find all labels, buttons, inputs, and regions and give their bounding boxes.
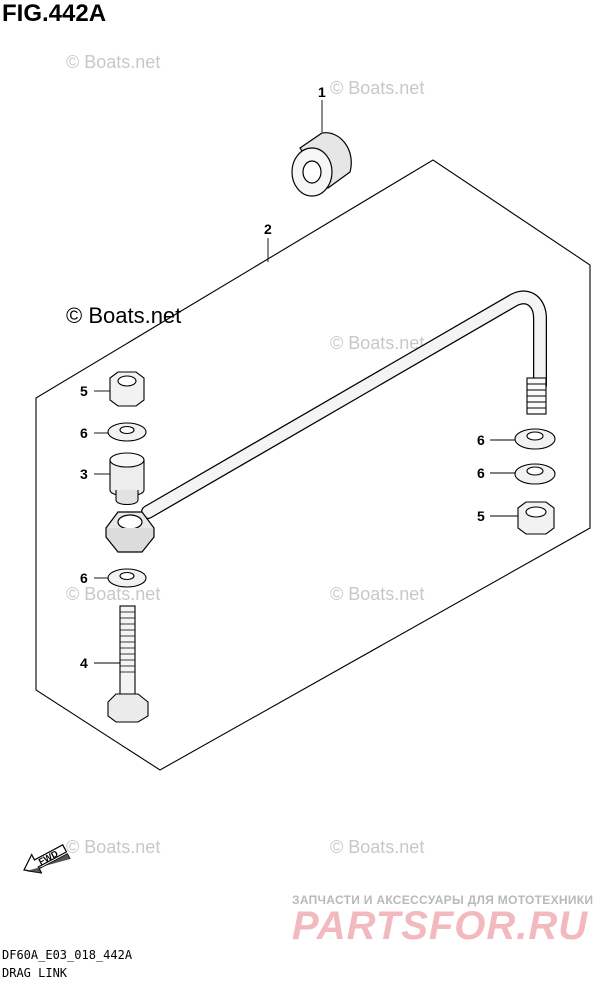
drag-link-rod (141, 290, 547, 519)
watermark-boats: © Boats.net (66, 584, 161, 604)
rod-end-eye (105, 511, 155, 553)
figure-title: FIG.442A (2, 0, 107, 27)
callout-5-right: 5 (477, 508, 485, 524)
callout-6-left-top: 6 (80, 425, 88, 441)
nut-part-5-right (517, 501, 555, 535)
watermark-boats: © Boats.net (330, 78, 425, 98)
callout-6-left-bottom: 6 (80, 570, 88, 586)
washer-part-6-left-top (107, 422, 147, 442)
watermark-boats: © Boats.net (330, 333, 425, 353)
bushing-part-1 (291, 132, 352, 197)
washer-part-6-left-bottom (107, 568, 147, 588)
washer-part-6-right-bottom (514, 463, 556, 485)
callout-6-right-top: 6 (477, 432, 485, 448)
watermark-boats-dark: © Boats.net (66, 303, 182, 328)
callout-4: 4 (80, 655, 88, 671)
figure-code: DF60A_E03_018_442A (2, 948, 133, 962)
figure-name: DRAG LINK (2, 966, 68, 980)
callout-2: 2 (264, 221, 272, 237)
callout-5-left: 5 (80, 383, 88, 399)
kit-box-outline (35, 159, 591, 771)
bolt-part-4 (107, 605, 149, 723)
leader-lines (94, 100, 518, 664)
watermark-boats: © Boats.net (66, 837, 161, 857)
watermark-ru-logo: PARTSFOR.RU (292, 904, 589, 948)
watermark-boats: © Boats.net (66, 52, 161, 72)
nut-part-5-left (109, 371, 145, 407)
watermark-boats: © Boats.net (330, 584, 425, 604)
washer-part-6-right-top (514, 428, 556, 450)
callout-6-right-bottom: 6 (477, 465, 485, 481)
fwd-arrow-icon: FWD (23, 844, 71, 874)
watermark-ru-tagline: ЗАПЧАСТИ И АКСЕССУАРЫ ДЛЯ МОТОТЕХНИКИ (292, 893, 594, 907)
callout-1: 1 (318, 84, 326, 100)
callout-3: 3 (80, 466, 88, 482)
spacer-part-3 (109, 452, 145, 506)
watermark-boats: © Boats.net (330, 837, 425, 857)
